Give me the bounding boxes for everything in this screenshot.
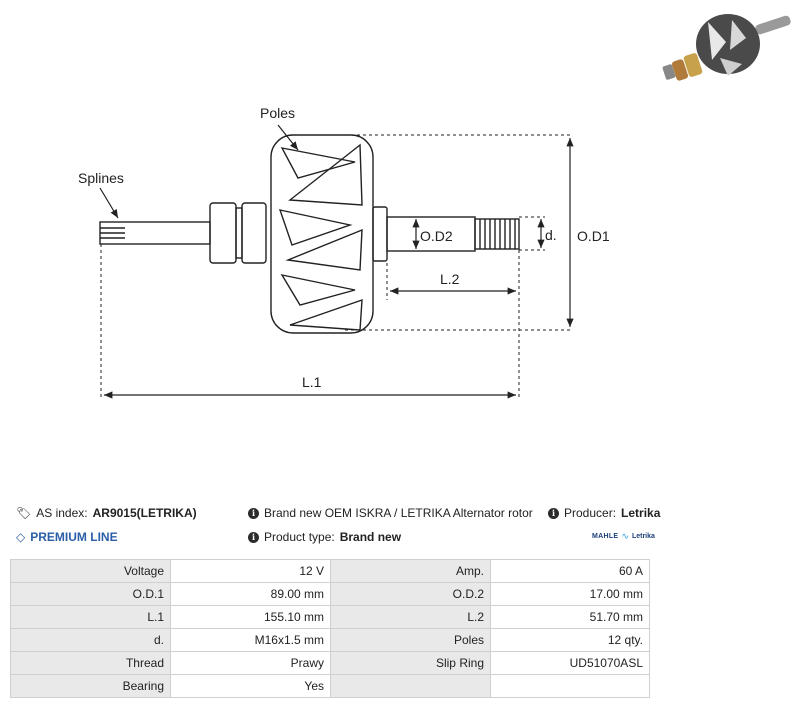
info-icon: i [248, 507, 259, 519]
logo-wave-icon: ∿ [621, 531, 629, 541]
producer-label: Producer: [564, 506, 617, 520]
spec-value: UD51070ASL [490, 651, 650, 675]
info-icon: i [548, 507, 559, 519]
spec-key: Thread [10, 651, 171, 675]
spec-value: Prawy [170, 651, 331, 675]
description: i Brand new OEM ISKRA / LETRIKA Alternat… [248, 506, 533, 520]
table-row: d. M16x1.5 mm Poles 12 qty. [10, 628, 650, 652]
label-od2: O.D2 [420, 228, 453, 244]
label-splines: Splines [78, 170, 124, 186]
table-row: Voltage 12 V Amp. 60 A [10, 559, 650, 583]
spec-value: 89.00 mm [170, 582, 331, 606]
specs-table: Voltage 12 V Amp. 60 A O.D.1 89.00 mm O.… [10, 559, 650, 698]
label-poles: Poles [260, 105, 295, 121]
premium-line: ◇ PREMIUM LINE [16, 530, 118, 544]
info-row-2: ◇ PREMIUM LINE i Product type: Brand new… [0, 527, 800, 547]
producer: i Producer: Letrika [548, 506, 660, 520]
table-row: L.1 155.10 mm L.2 51.70 mm [10, 605, 650, 629]
rotor-product-photo [662, 14, 791, 81]
mahle-letrika-logo: MAHLE ∿ Letrika [592, 531, 655, 542]
table-row: Thread Prawy Slip Ring UD51070ASL [10, 651, 650, 675]
table-row: O.D.1 89.00 mm O.D.2 17.00 mm [10, 582, 650, 606]
as-index-value: AR9015(LETRIKA) [92, 506, 197, 520]
spec-key: L.1 [10, 605, 171, 629]
spec-key: Poles [330, 628, 491, 652]
spec-key: L.2 [330, 605, 491, 629]
spec-value: 155.10 mm [170, 605, 331, 629]
spec-value: 60 A [490, 559, 650, 583]
label-l1: L.1 [302, 374, 322, 390]
spec-key: Amp. [330, 559, 491, 583]
producer-value: Letrika [621, 506, 661, 520]
spec-key: Slip Ring [330, 651, 491, 675]
info-icon: i [248, 531, 259, 543]
spec-value: 12 qty. [490, 628, 650, 652]
spec-key: O.D.1 [10, 582, 171, 606]
spec-value: Yes [170, 674, 331, 698]
logo-letrika-text: Letrika [631, 533, 655, 540]
spec-key: Bearing [10, 674, 171, 698]
label-l2: L.2 [440, 271, 460, 287]
tags-icon: 🏷 [16, 506, 32, 520]
spec-value: 12 V [170, 559, 331, 583]
product-type-label: Product type: [264, 530, 335, 544]
table-row: Bearing Yes [10, 674, 650, 698]
as-index-label: AS index: [36, 506, 88, 520]
product-type: i Product type: Brand new [248, 530, 401, 544]
spec-value: M16x1.5 mm [170, 628, 331, 652]
logo-mahle-text: MAHLE [592, 533, 619, 540]
label-d: d. [545, 227, 557, 243]
diamond-icon: ◇ [16, 530, 26, 544]
spec-key: Voltage [10, 559, 171, 583]
premium-line-text: PREMIUM LINE [30, 530, 118, 544]
spec-key [330, 674, 491, 698]
rotor-technical-drawing: Poles Splines O.D2 d. O.D1 L.2 L.1 [78, 105, 610, 400]
spec-value [490, 674, 650, 698]
product-type-value: Brand new [339, 530, 402, 544]
label-od1: O.D1 [577, 228, 610, 244]
info-row-1: 🏷 AS index: AR9015(LETRIKA) i Brand new … [0, 503, 800, 523]
spec-key: d. [10, 628, 171, 652]
spec-value: 51.70 mm [490, 605, 650, 629]
description-text: Brand new OEM ISKRA / LETRIKA Alternator… [264, 506, 533, 520]
spec-value: 17.00 mm [490, 582, 650, 606]
spec-key: O.D.2 [330, 582, 491, 606]
as-index: 🏷 AS index: AR9015(LETRIKA) [16, 506, 197, 520]
